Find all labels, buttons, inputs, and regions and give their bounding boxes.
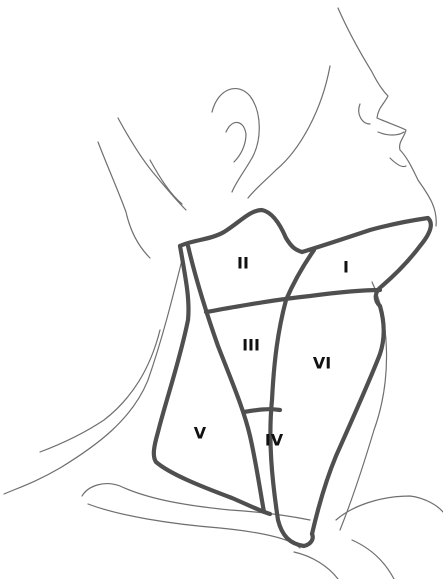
- ear-outline: [212, 89, 259, 192]
- label-level-III: III: [242, 336, 260, 355]
- outer-left-boundary: [154, 246, 270, 514]
- jaw-line: [248, 66, 330, 198]
- label-level-VI: VI: [313, 354, 331, 373]
- label-level-II: II: [237, 254, 249, 273]
- level-boundaries: [154, 210, 431, 546]
- horizontal-divider-lower: [244, 409, 280, 412]
- level-V-anterior-border: [188, 246, 264, 512]
- label-level-I: I: [343, 258, 349, 277]
- head-sketch: [98, 8, 436, 258]
- ear-inner: [226, 122, 246, 162]
- mouth-detail: [390, 158, 406, 167]
- label-level-V: V: [194, 424, 207, 443]
- clavicle-lower: [88, 504, 300, 548]
- horizontal-divider-upper: [206, 290, 380, 312]
- label-level-IV: IV: [265, 431, 284, 450]
- chest-line-left: [294, 552, 338, 579]
- nose-detail: [359, 104, 370, 124]
- hair-strand: [150, 160, 182, 204]
- chin-profile-outline: [338, 8, 436, 226]
- hairline-back: [98, 142, 150, 258]
- upper-boundary: [180, 210, 431, 534]
- trapezius-line: [40, 330, 160, 452]
- nostril-detail: [378, 132, 404, 135]
- sternum-line: [352, 540, 394, 579]
- front-neck-line: [340, 282, 387, 530]
